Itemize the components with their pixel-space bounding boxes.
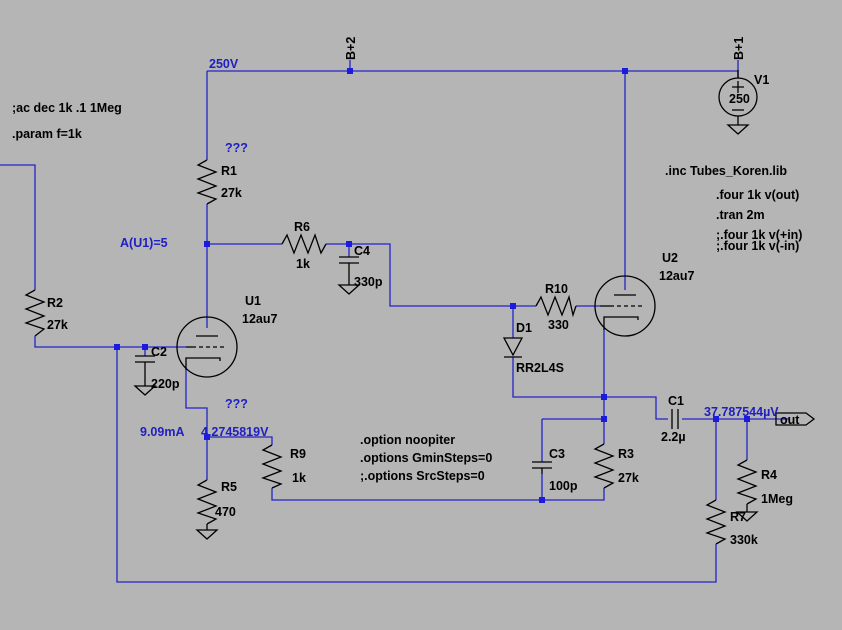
r4-resistor[interactable]: [735, 459, 759, 522]
param-directive: .param f=1k: [12, 127, 82, 141]
c2-name: C2: [151, 345, 167, 359]
u1-name: U1: [245, 294, 261, 308]
r9-name: R9: [290, 447, 306, 461]
four-directive: .four 1k v(out): [716, 188, 799, 202]
srcsteps-directive: ;.options SrcSteps=0: [360, 469, 485, 483]
d1-diode[interactable]: [502, 337, 524, 358]
b2-label: B+2: [344, 37, 358, 60]
r2-name: R2: [47, 296, 63, 310]
c3-capacitor[interactable]: [532, 461, 552, 474]
r7-resistor[interactable]: [705, 499, 727, 553]
noopiter-directive: .option noopiter: [360, 433, 455, 447]
ac-directive: ;ac dec 1k .1 1Meg: [12, 101, 122, 115]
c4-name: C4: [354, 244, 370, 258]
out-voltage-label: 37.787544µV: [704, 405, 779, 419]
r3-name: R3: [618, 447, 634, 461]
c2-capacitor[interactable]: [133, 355, 157, 396]
c2-value: 220p: [151, 377, 180, 391]
c3-name: C3: [549, 447, 565, 461]
junctions: [114, 68, 750, 503]
r6-resistor[interactable]: [281, 233, 327, 255]
r4-value: 1Meg: [761, 492, 793, 506]
r3-value: 27k: [618, 471, 639, 485]
four-in-plus-directive: ;.four 1k v(+in): [716, 228, 802, 242]
r7-name: R7: [730, 510, 746, 524]
r1-name: R1: [221, 164, 237, 178]
u2-name: U2: [662, 251, 678, 265]
r6-value: 1k: [296, 257, 310, 271]
spice-directives[interactable]: ;ac dec 1k .1 1Meg .param f=1k .inc Tube…: [12, 101, 802, 483]
c1-value: 2.2µ: [661, 430, 686, 444]
four-in-minus-directive: ;.four 1k v(-in): [716, 239, 799, 253]
b1-label: B+1: [732, 37, 746, 60]
u1-value: 12au7: [242, 312, 277, 326]
r10-name: R10: [545, 282, 568, 296]
r7-value: 330k: [730, 533, 758, 547]
r1-resistor[interactable]: [196, 159, 218, 205]
r5-name: R5: [221, 480, 237, 494]
v1-value: 250: [729, 92, 750, 106]
c1-name: C1: [668, 394, 684, 408]
r3-resistor[interactable]: [593, 443, 615, 489]
cathode-voltage-label: 4.2745819V: [201, 425, 269, 439]
d1-value: RR2L4S: [516, 361, 564, 375]
tran-directive: .tran 2m: [716, 208, 765, 222]
probe-label-1: ???: [225, 141, 248, 155]
u2-value: 12au7: [659, 269, 694, 283]
inc-directive: .inc Tubes_Koren.lib: [665, 164, 787, 178]
wires: [0, 60, 790, 583]
r2-value: 27k: [47, 318, 68, 332]
gmin-directive: .options GminSteps=0: [360, 451, 492, 465]
c1-capacitor[interactable]: [671, 409, 679, 429]
v250-label: 250V: [209, 57, 239, 71]
r6-name: R6: [294, 220, 310, 234]
r1-value: 27k: [221, 186, 242, 200]
u1-triode[interactable]: [176, 316, 238, 378]
gain-label: A(U1)=5: [120, 236, 168, 250]
out-port-label: out: [780, 413, 800, 427]
u2-triode[interactable]: [594, 275, 656, 337]
component-labels: V1 250 R1 27k R2 27k R6 1k C4 330p C2 22…: [47, 73, 793, 547]
r5-value: 470: [215, 505, 236, 519]
c3-value: 100p: [549, 479, 578, 493]
probe-label-2: ???: [225, 397, 248, 411]
r10-resistor[interactable]: [535, 294, 577, 318]
current-label: 9.09mA: [140, 425, 184, 439]
d1-name: D1: [516, 321, 532, 335]
net-labels: B+2 B+1 250V A(U1)=5 ??? ??? 9.09mA 4.27…: [120, 37, 800, 439]
v1-name: V1: [754, 73, 769, 87]
r2-resistor[interactable]: [24, 289, 46, 337]
v1-voltage-source[interactable]: [718, 70, 758, 135]
r5-resistor[interactable]: [195, 479, 219, 540]
r4-name: R4: [761, 468, 777, 482]
c4-value: 330p: [354, 275, 383, 289]
c4-capacitor[interactable]: [337, 256, 361, 295]
r9-value: 1k: [292, 471, 306, 485]
r10-value: 330: [548, 318, 569, 332]
r9-resistor[interactable]: [261, 444, 283, 489]
out-port[interactable]: [775, 412, 816, 426]
